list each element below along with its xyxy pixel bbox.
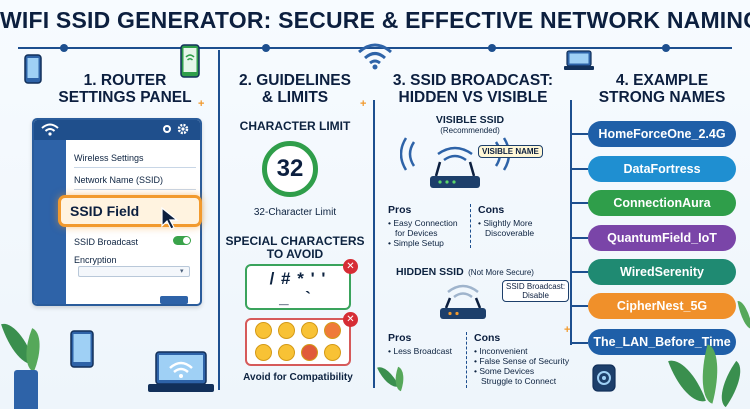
ssid-broadcast-label: SSID Broadcast (74, 237, 139, 247)
close-icon: ✕ (343, 312, 358, 327)
ssid-broadcast-toggle[interactable] (173, 236, 191, 245)
pill-connector (570, 237, 588, 239)
wifi-icon (358, 43, 392, 70)
section2-heading: 2. GUIDELINES & LIMITS (239, 72, 351, 106)
smartphone-icon (180, 44, 200, 78)
example-name-pill: The_LAN_Before_Time (588, 329, 736, 355)
router-icon (440, 284, 486, 319)
pill-connector (570, 271, 588, 273)
wifi-icon (41, 123, 59, 136)
special-characters-row: / # * ' ' (269, 269, 327, 288)
encryption-select[interactable] (78, 266, 190, 277)
encryption-label: Encryption (74, 255, 117, 265)
character-limit-heading: CHARACTER LIMIT (239, 119, 351, 133)
visible-name-tag: VISIBLE NAME (478, 145, 543, 158)
visible-ssid-subtitle: (Recommended) (440, 126, 500, 135)
emoji-face-icon (255, 344, 272, 361)
cons-label: Cons (478, 204, 505, 216)
ssid-field-input[interactable]: SSID Field (58, 195, 202, 227)
cons-item: • False Sense of Security (474, 356, 570, 366)
laptop-icon (148, 351, 214, 392)
emoji-face-icon (324, 344, 341, 361)
settings-dot-icon[interactable] (163, 125, 171, 133)
wireless-settings-label: Wireless Settings (74, 150, 196, 168)
plant-leaf (668, 353, 706, 409)
cons-item: • Inconvenient (474, 346, 528, 356)
example-name-pill: CipherNest_5G (588, 293, 736, 319)
ssid-broadcast-disable-tag: SSID Broadcast: Disable (502, 280, 570, 302)
pill-connector (570, 305, 588, 307)
example-name-pill: DataFortress (588, 156, 736, 182)
sparkle-icon: + (360, 98, 367, 110)
pros-item: for Devices (395, 228, 438, 238)
visible-ssid-title: VISIBLE SSID (435, 114, 505, 126)
chevron-down-icon: ▾ (180, 268, 184, 275)
emoji-face-icon (324, 322, 341, 339)
pros-cons-divider (466, 332, 467, 388)
close-icon: ✕ (343, 259, 358, 274)
section4-heading: 4. EXAMPLE STRONG NAMES (598, 72, 726, 106)
cons-item: • Slightly More (478, 218, 533, 228)
example-name-pill: QuantumField_IoT (588, 225, 736, 251)
visible-pros-list: • Easy Connection for Devices • Simple S… (388, 218, 458, 248)
example-name-pill: ConnectionAura (588, 190, 736, 216)
column-divider (373, 100, 375, 388)
section1-heading: 1. ROUTER SETTINGS PANEL (58, 72, 192, 106)
column-divider (218, 50, 220, 390)
emoji-caption: Avoid for Compatibility (243, 372, 353, 383)
hidden-cons-list: • Inconvenient • False Sense of Security… (474, 346, 569, 386)
timeline-dot (262, 44, 270, 52)
pros-cons-divider (470, 204, 471, 248)
special-characters-heading: SPECIAL CHARACTERS TO AVOID (225, 234, 365, 261)
cons-label: Cons (474, 332, 501, 344)
emoji-face-icon (278, 322, 295, 339)
hidden-ssid-heading: HIDDEN SSID (Not More Secure) (396, 266, 534, 278)
emoji-face-icon (301, 322, 318, 339)
pill-connector (570, 342, 588, 344)
emoji-face-icon (301, 344, 318, 361)
cons-item: Struggle to Connect (481, 376, 557, 386)
sparkle-icon: + (198, 98, 205, 110)
smart-speaker-icon (592, 364, 616, 392)
emoji-face-icon (255, 322, 272, 339)
timeline-dot (662, 44, 670, 52)
page-title: WIFI SSID GENERATOR: SECURE & EFFECTIVE … (0, 7, 750, 33)
cons-item: Discoverable (485, 228, 535, 238)
laptop-icon (564, 50, 594, 70)
pros-item: • Less Broadcast (388, 346, 452, 356)
plant-pot (14, 370, 38, 409)
pill-connector (570, 202, 588, 204)
timeline-line (18, 47, 732, 49)
pros-item: • Simple Setup (388, 238, 444, 248)
pill-connector (570, 133, 588, 135)
example-name-pill: HomeForceOne_2.4G (588, 121, 736, 147)
timeline-dot (488, 44, 496, 52)
gear-icon[interactable] (176, 122, 190, 136)
special-characters-box: / # * ' ' _ ` (245, 264, 351, 310)
character-limit-caption: 32-Character Limit (253, 207, 337, 218)
sparkle-icon: + (564, 324, 571, 336)
section4-connector-line (570, 100, 572, 345)
smartphone-icon (70, 330, 94, 368)
panel-save-button[interactable] (160, 296, 188, 304)
cursor-icon (161, 206, 179, 230)
panel-header-bar (34, 120, 200, 140)
visible-cons-list: • Slightly More Discoverable (478, 218, 534, 238)
section3-heading: 3. SSID BROADCAST: HIDDEN VS VISIBLE (392, 72, 554, 106)
router-icon (400, 137, 510, 188)
network-name-label: Network Name (SSID) (74, 172, 196, 190)
pros-item: • Easy Connection (388, 218, 458, 228)
smartphone-icon (24, 54, 42, 84)
character-limit-badge: 32 (262, 141, 318, 197)
plant-leaf (737, 299, 750, 331)
pill-connector (570, 168, 588, 170)
example-name-pill: WiredSerenity (588, 259, 736, 285)
special-characters-row: _ ` (279, 288, 317, 307)
pros-label: Pros (388, 332, 412, 344)
cons-item: • Some Devices (474, 366, 535, 376)
pros-label: Pros (388, 204, 412, 216)
timeline-dot (60, 44, 68, 52)
emoji-face-icon (278, 344, 295, 361)
